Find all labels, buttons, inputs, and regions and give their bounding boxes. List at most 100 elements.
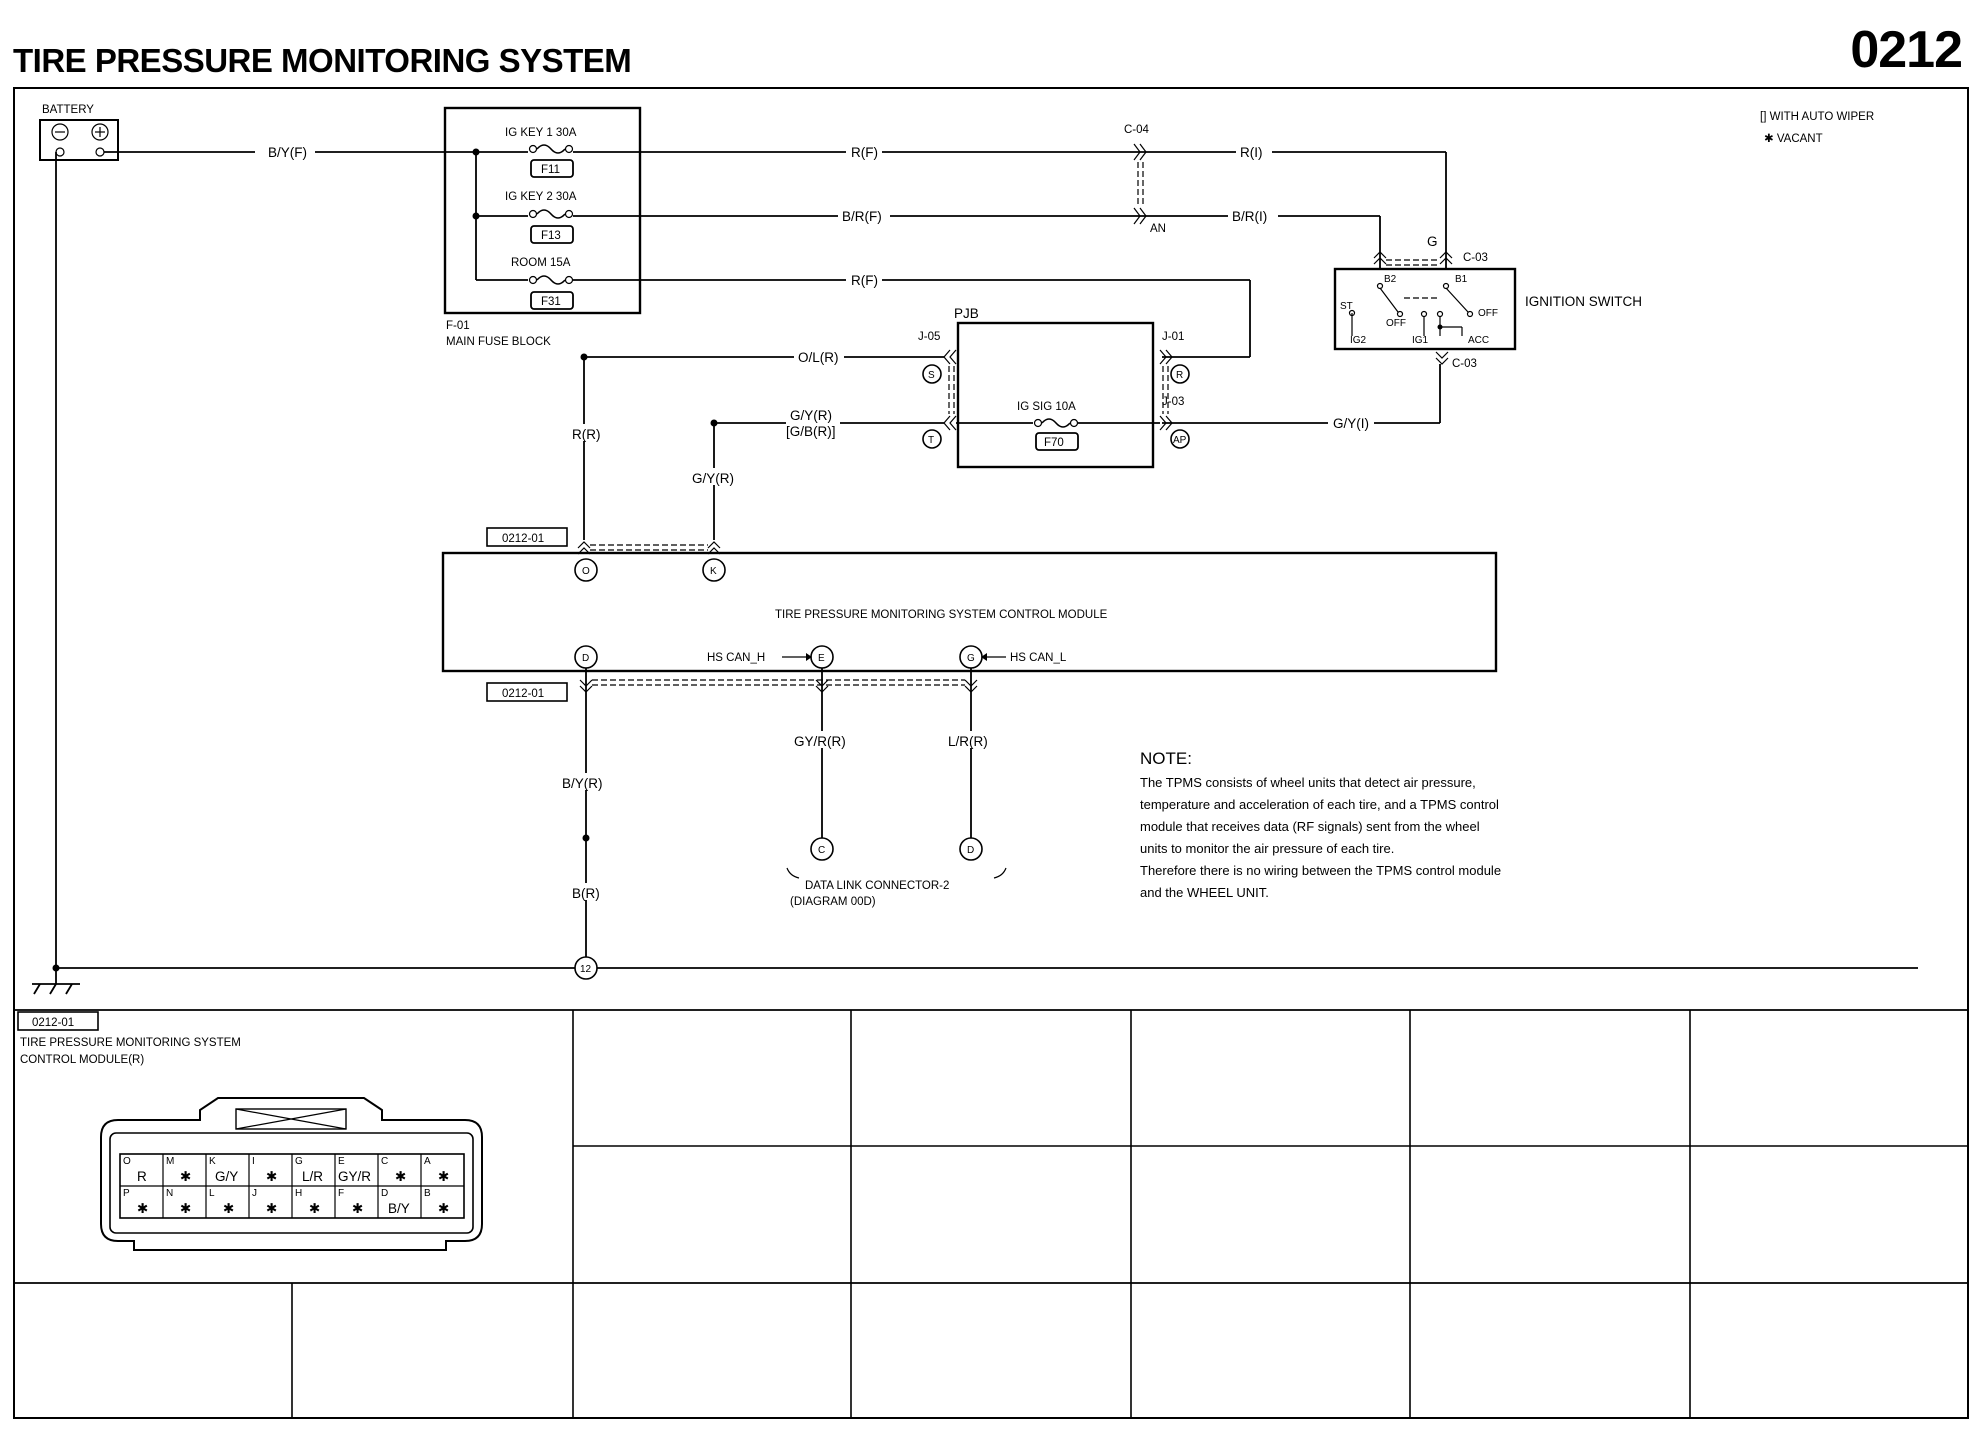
connector-g: G (1427, 234, 1438, 249)
svg-text:temperature and acceleration o: temperature and acceleration of each tir… (1140, 797, 1499, 812)
svg-text:F13: F13 (541, 230, 561, 242)
wire-label-room-out: R(F) (851, 273, 878, 288)
svg-text:M: M (166, 1156, 174, 1167)
fuse-f13 (530, 225, 574, 244)
svg-text:E: E (818, 653, 825, 664)
ignition-switch-box (1333, 267, 1517, 351)
svg-text:N: N (166, 1188, 173, 1199)
svg-text:G: G (295, 1156, 303, 1167)
page-frame (13, 87, 1969, 1419)
battery-body (39, 119, 119, 161)
wire-label-b-r: B(R) (572, 886, 600, 901)
main-fuse-block-box (443, 106, 642, 315)
wire-label-gy-r-alt: [G/B(R)] (786, 424, 836, 439)
battery: BATTERY (39, 104, 119, 161)
svg-text:module that receives data (RF: module that receives data (RF signals) s… (1140, 819, 1480, 834)
connector-c04: C-04 (1124, 124, 1150, 136)
svg-text:J-03: J-03 (1162, 396, 1184, 408)
svg-text:AP: AP (1173, 435, 1187, 446)
ignition-switch-label: IGNITION SWITCH (1525, 294, 1642, 309)
svg-text:J-05: J-05 (918, 331, 940, 343)
ignition-switch: G C-03 B2 B1 ST OFF OFF IG2 IG1 ACC IGNI… (1333, 234, 1642, 370)
wire-label-by-r: B/Y(R) (562, 776, 603, 791)
svg-text:✱: ✱ (266, 1169, 277, 1184)
svg-text:R: R (137, 1169, 147, 1184)
module-name: TIRE PRESSURE MONITORING SYSTEM CONTROL … (775, 609, 1108, 621)
wire-label-battery-feed: B/Y(F) (268, 145, 307, 160)
svg-text:L/R: L/R (302, 1169, 323, 1184)
wire-label-gyr-r: GY/R(R) (794, 734, 846, 749)
fuse-f11 (530, 159, 574, 178)
ground-icon (32, 968, 80, 995)
legend-vacant: ✱ VACANT (1764, 133, 1823, 145)
svg-text:0212-01: 0212-01 (502, 533, 544, 545)
svg-text:F31: F31 (541, 296, 561, 308)
svg-text:0212-01: 0212-01 (32, 1017, 74, 1029)
svg-text:0212-01: 0212-01 (502, 688, 544, 700)
svg-text:✱: ✱ (438, 1201, 449, 1216)
svg-text:E: E (338, 1156, 345, 1167)
legend-auto-wiper: [] WITH AUTO WIPER (1760, 111, 1874, 123)
tpms-control-module: TIRE PRESSURE MONITORING SYSTEM CONTROL … (441, 551, 1498, 673)
svg-text:R: R (1176, 370, 1183, 381)
fuse-f70 (1035, 432, 1079, 451)
svg-text:and the WHEEL UNIT.: and the WHEEL UNIT. (1140, 885, 1269, 900)
page-title: TIRE PRESSURE MONITORING SYSTEM (13, 42, 632, 79)
connector-tag-module-top (486, 527, 568, 547)
svg-text:✱: ✱ (180, 1169, 191, 1184)
data-link-connector: C D DATA LINK CONNECTOR-2 (DIAGRAM 00D) (786, 837, 1007, 908)
svg-text:✱: ✱ (309, 1201, 320, 1216)
svg-text:F70: F70 (1044, 437, 1064, 449)
module-box (441, 551, 1498, 673)
svg-text:OFF: OFF (1386, 318, 1406, 329)
svg-text:O: O (582, 566, 590, 577)
svg-text:H: H (295, 1188, 302, 1199)
fuse-label-ig-key1: IG KEY 1 30A (505, 127, 577, 139)
svg-text:F11: F11 (541, 164, 560, 176)
svg-text:✱: ✱ (438, 1169, 449, 1184)
svg-text:C: C (818, 845, 825, 856)
svg-text:✱: ✱ (266, 1201, 277, 1216)
svg-text:OFF: OFF (1478, 308, 1498, 319)
svg-text:B: B (424, 1188, 431, 1199)
can-l-label: HS CAN_L (1010, 652, 1067, 664)
svg-text:F: F (338, 1188, 344, 1199)
svg-text:J: J (252, 1188, 257, 1199)
svg-text:B/Y: B/Y (388, 1201, 410, 1216)
svg-text:IG2: IG2 (1350, 335, 1367, 346)
svg-text:12: 12 (580, 964, 592, 975)
wire-label-c04-r: R(I) (1240, 145, 1263, 160)
connector-an: AN (1150, 223, 1166, 235)
svg-text:S: S (928, 370, 935, 381)
svg-text:D: D (381, 1188, 388, 1199)
svg-text:T: T (928, 435, 934, 446)
dlc-label: DATA LINK CONNECTOR-2 (805, 880, 949, 892)
pjb-box (956, 321, 1155, 469)
note: NOTE: The TPMS consists of wheel units t… (1140, 749, 1501, 900)
pjb: PJB J-05 J-01 J-03 IG SIG 10A F70 S T R … (918, 306, 1190, 469)
wire-label-gy-r-down: G/Y(R) (692, 471, 734, 486)
svg-text:✱: ✱ (223, 1201, 234, 1216)
svg-text:D: D (967, 845, 974, 856)
svg-text:A: A (424, 1156, 431, 1167)
main-fuse-block-name: MAIN FUSE BLOCK (446, 336, 551, 348)
svg-text:✱: ✱ (137, 1201, 148, 1216)
wire-label-ol-r: O/L(R) (798, 350, 839, 365)
connector-housing (100, 1097, 483, 1251)
wire-label-ig-key2-out: B/R(F) (842, 209, 882, 224)
connector-tag-module-bottom (486, 682, 568, 702)
svg-text:✱: ✱ (395, 1169, 406, 1184)
wire-label-c04-br: B/R(I) (1232, 209, 1267, 224)
connector-view-title-2: CONTROL MODULE(R) (20, 1054, 144, 1066)
connector-view-tag (17, 1011, 99, 1031)
main-fuse-block: IG KEY 1 30A F11 IG KEY 2 30A F13 ROOM 1… (443, 106, 642, 348)
svg-text:GY/R: GY/R (338, 1169, 371, 1184)
wire-label-gy-r: G/Y(R) (790, 408, 832, 423)
connector-view-title-1: TIRE PRESSURE MONITORING SYSTEM (20, 1037, 241, 1049)
dlc-diagram-ref: (DIAGRAM 00D) (790, 896, 876, 908)
svg-text:K: K (710, 566, 717, 577)
svg-text:Therefore there is no wiring b: Therefore there is no wiring between the… (1140, 863, 1501, 878)
svg-text:K: K (209, 1156, 216, 1167)
svg-text:G/Y: G/Y (215, 1169, 238, 1184)
